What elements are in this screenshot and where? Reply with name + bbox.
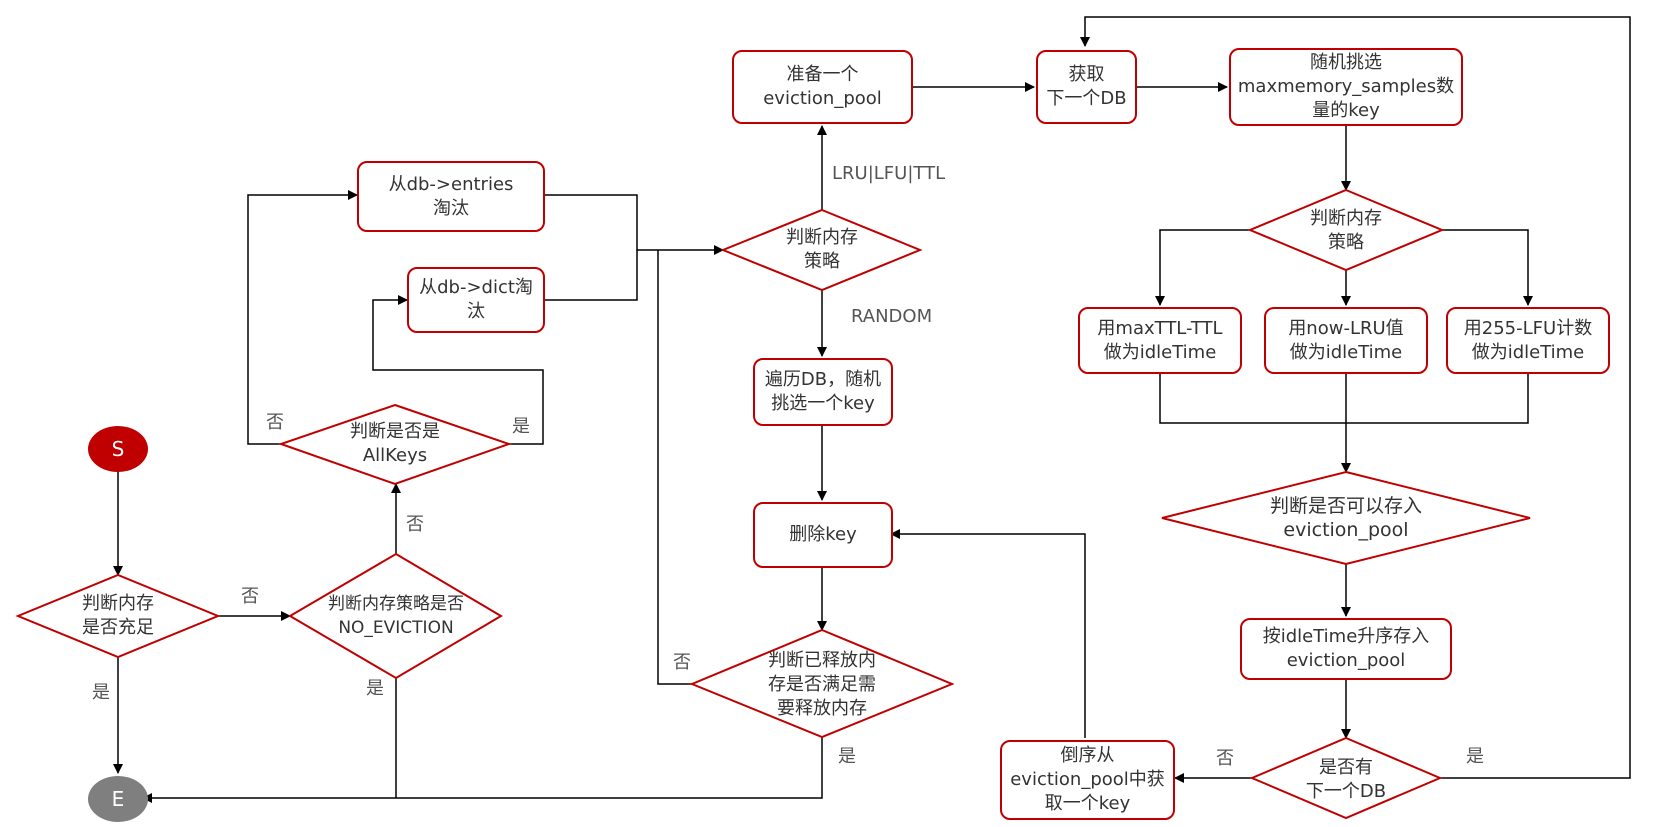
has-next-db-label: 是否有 下一个DB xyxy=(1305,757,1387,802)
edge-allkeys-to-entries xyxy=(247,190,358,445)
edge-label-memory-yes: 是 xyxy=(92,682,110,703)
edge-has-next-to-next-db xyxy=(1080,16,1631,779)
sample-keys-box: 随机挑选 maxmemory_samples数 量的key xyxy=(1229,48,1463,126)
edge-label-memory-no: 否 xyxy=(241,586,259,607)
check-can-store-label: 判断是否可以存入 eviction_pool xyxy=(1269,495,1422,541)
check-policy-a-label: 判断内存 策略 xyxy=(786,227,858,272)
edge-policy-b-to-lfu xyxy=(1442,229,1533,306)
pop-reverse-box: 倒序从 eviction_pool中获 取一个key xyxy=(1000,740,1175,820)
check-can-store-diamond xyxy=(1161,470,1531,566)
edge-freed-to-end xyxy=(142,737,823,803)
check-allkeys-diamond xyxy=(277,403,513,486)
check-memory-diamond xyxy=(15,573,221,659)
edge-allkeys-to-dict xyxy=(372,295,544,445)
check-policy-b-label: 判断内存 策略 xyxy=(1310,208,1382,253)
edge-label-freed-yes: 是 xyxy=(838,746,856,767)
evict-dict-box: 从db->dict淘 汰 xyxy=(407,267,545,333)
ttl-idle-box: 用maxTTL-TTL 做为idleTime xyxy=(1078,307,1242,374)
check-allkeys-label: 判断是否是 AllKeys xyxy=(350,421,440,466)
prepare-pool-box: 准备一个 eviction_pool xyxy=(732,50,913,124)
check-memory-label: 判断内存 是否充足 xyxy=(82,593,154,638)
next-db-box: 获取 下一个DB xyxy=(1036,50,1137,124)
delete-key-box: 删除key xyxy=(753,502,893,568)
lru-idle-box: 用now-LRU值 做为idleTime xyxy=(1264,307,1428,374)
edge-label-policy-lru-lfu-ttl: LRU|LFU|TTL xyxy=(832,163,946,184)
start-terminal: S xyxy=(88,426,148,472)
check-freed-label: 判断已释放内 存是否满足需 要释放内存 xyxy=(768,650,876,719)
check-policy-a-diamond xyxy=(720,208,923,292)
edge-label-allkeys-no: 否 xyxy=(266,412,284,433)
edge-entries-to-policy xyxy=(545,194,724,255)
edge-freed-to-policy xyxy=(657,250,692,685)
store-sorted-box: 按idleTime升序存入 eviction_pool xyxy=(1240,618,1452,680)
has-next-db-diamond xyxy=(1249,736,1443,820)
edge-label-policy-random: RANDOM xyxy=(851,306,933,327)
lfu-idle-box: 用255-LFU计数 做为idleTime xyxy=(1446,307,1610,374)
check-no-eviction-diamond xyxy=(288,552,503,680)
random-pick-box: 遍历DB，随机 挑选一个key xyxy=(753,358,893,426)
edge-label-next-db-no: 否 xyxy=(1216,748,1234,769)
edge-pop-to-delete xyxy=(890,529,1086,738)
evict-entries-box: 从db->entries 淘汰 xyxy=(357,161,545,232)
edge-label-next-db-yes: 是 xyxy=(1466,746,1484,767)
edge-label-no-eviction-yes: 是 xyxy=(366,678,384,699)
edge-label-freed-no: 否 xyxy=(673,652,691,673)
edge-label-allkeys-yes: 是 xyxy=(512,416,530,437)
check-no-eviction-label: 判断内存策略是否 NO_EVICTION xyxy=(328,594,464,638)
check-policy-b-diamond xyxy=(1247,188,1445,272)
edge-dict-to-policy xyxy=(545,250,638,301)
check-freed-diamond xyxy=(689,628,955,739)
end-terminal: E xyxy=(88,776,148,822)
edge-policy-b-to-ttl xyxy=(1155,229,1250,306)
edge-label-no-eviction-no: 否 xyxy=(406,514,424,535)
edge-ttl-merge xyxy=(1159,374,1529,424)
